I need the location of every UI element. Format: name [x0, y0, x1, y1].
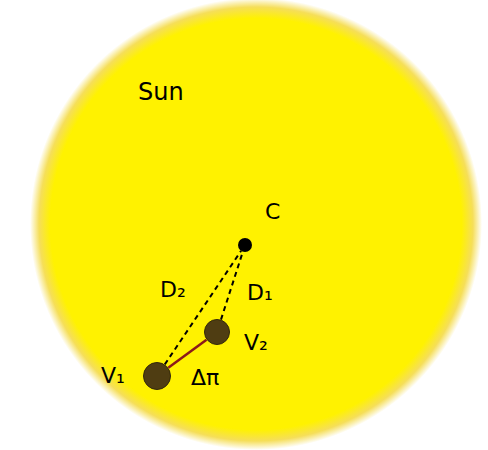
venus-position: V₁ [143, 362, 171, 390]
parallax-line [168, 340, 206, 368]
node-label: V₁ [101, 365, 125, 387]
node-label: Sun [138, 80, 184, 104]
edge-label: D₂ [160, 279, 186, 301]
connector-layer [30, 0, 482, 450]
center-point: C [238, 238, 252, 252]
distance-line [221, 252, 243, 320]
edge-label: D₁ [247, 282, 273, 304]
node-label: C [265, 201, 280, 223]
venus-position: V₂ [204, 319, 230, 345]
sun-disk: SunC V₂ V₁ [30, 0, 482, 450]
distance-line [165, 251, 241, 365]
node-label: V₂ [244, 332, 268, 354]
edge-label: Δπ [191, 367, 219, 389]
